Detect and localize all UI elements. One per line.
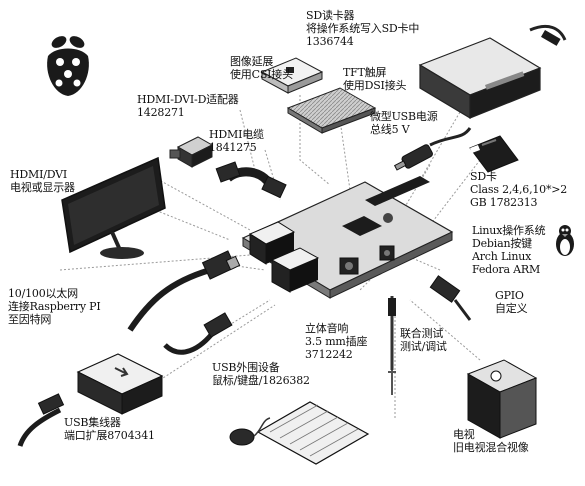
usb-device-cable xyxy=(165,313,232,352)
label-hdmi-dvi-adapter: HDMI-DVI-D适配器 1428271 xyxy=(137,93,239,119)
gpio-connector xyxy=(430,276,470,320)
label-tft: TFT触屏 使用DSI接头 xyxy=(343,66,406,92)
hdmi-dvi-adapter xyxy=(170,137,212,167)
sd-card xyxy=(470,136,518,172)
tux-linux-icon xyxy=(556,225,574,256)
label-tv: 电视 旧电视混合视像 xyxy=(453,428,529,454)
hdmi-dvi-monitor xyxy=(62,158,165,259)
label-linux-os: Linux操作系统 Debian按键 Arch Linux Fedora ARM xyxy=(472,224,545,276)
label-gpio: GPIO 自定义 xyxy=(495,289,527,315)
label-usb-devices: USB外围设备 鼠标/键盘/1826382 xyxy=(212,361,310,387)
label-audio: 立体音响 3.5 mm插座 3712242 xyxy=(305,322,367,361)
label-ethernet: 10/100以太网 连接Raspberry PI 至因特网 xyxy=(8,287,101,326)
label-usb-hub: USB集线器 端口扩展8704341 xyxy=(64,416,155,442)
old-tv xyxy=(468,360,536,438)
raspberry-logo-icon xyxy=(47,34,89,96)
label-jtag: 联合测试 测试/调试 xyxy=(400,327,447,353)
hdmi-cable xyxy=(216,162,286,198)
keyboard xyxy=(258,402,368,464)
label-csi: 图像延展 使用CSI接头 xyxy=(230,55,293,81)
label-sd-reader: SD读卡器 将操作系统写入SD卡中 1336744 xyxy=(306,9,419,48)
label-usb-power: 微型USB电源 总线5 V xyxy=(370,110,438,136)
label-sd-card: SD卡 Class 2,4,6,10*>2 GB 1782313 xyxy=(470,170,567,209)
label-hdmi-cable: HDMI电缆 1841275 xyxy=(209,128,264,154)
label-display: HDMI/DVI 电视或显示器 xyxy=(10,168,75,194)
sd-card-reader xyxy=(420,26,565,118)
tft-touch-screen xyxy=(288,88,375,133)
